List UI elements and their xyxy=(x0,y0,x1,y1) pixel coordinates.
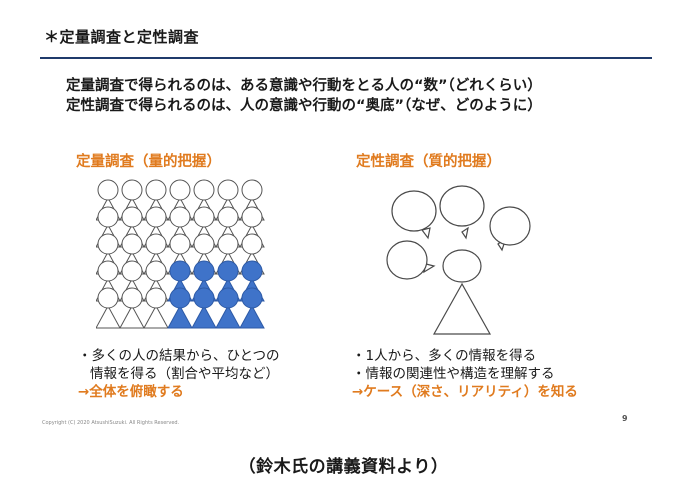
thought-bubble-icon xyxy=(439,185,485,240)
slide-title: ＊定量調査と定性調査 xyxy=(44,28,200,46)
lead-line-quantitative: 定量調査で得られるのは、ある意識や行動をとる人の“数”（どれくらい） xyxy=(66,78,542,94)
quantitative-heading: 定量調査（量的把握） xyxy=(76,154,221,170)
qualitative-bullet: ・情報の関連性や構造を理解する xyxy=(352,366,555,382)
person-icon xyxy=(119,287,145,329)
caption: （鈴木氏の講義資料より） xyxy=(238,457,449,477)
qualitative-bullets: ・1人から、多くの情報を得る ・情報の関連性や構造を理解する →ケース（深さ、リ… xyxy=(352,347,578,401)
highlighted-person-icon xyxy=(167,287,193,329)
quantitative-bullet: ・多くの人の結果から、ひとつの xyxy=(78,348,280,364)
page-number: 9 xyxy=(622,414,628,423)
thought-bubble-icon xyxy=(386,240,436,280)
single-person-thought-bubbles-illustration xyxy=(386,185,531,335)
qualitative-heading: 定性調査（質的把握） xyxy=(356,154,501,170)
highlighted-person-icon xyxy=(191,287,217,329)
person-body-icon xyxy=(432,282,492,335)
title-underline xyxy=(40,57,652,59)
person-head-icon xyxy=(442,249,482,283)
thought-bubble-icon xyxy=(391,190,437,240)
highlighted-person-icon xyxy=(215,287,241,329)
quantitative-bullet-continued: 情報を得る（割合や平均など） xyxy=(90,366,279,382)
lead-line-qualitative: 定性調査で得られるのは、人の意識や行動の“奥底”（なぜ、どのように） xyxy=(66,98,542,114)
person-icon xyxy=(143,287,169,329)
slide: ＊定量調査と定性調査 定量調査で得られるのは、ある意識や行動をとる人の“数”（ど… xyxy=(40,28,652,426)
qualitative-bullet: ・1人から、多くの情報を得る xyxy=(352,348,537,364)
quantitative-bullets: ・多くの人の結果から、ひとつの 情報を得る（割合や平均など） →全体を俯瞰する xyxy=(78,347,280,401)
thought-bubble-icon xyxy=(489,206,531,252)
crowd-illustration xyxy=(96,179,265,329)
lead-text: 定量調査で得られるのは、ある意識や行動をとる人の“数”（どれくらい） 定性調査で… xyxy=(66,76,542,116)
highlighted-person-icon xyxy=(239,287,265,329)
person-icon xyxy=(96,287,121,329)
qualitative-conclusion: →ケース（深さ、リアリティ）を知る xyxy=(352,384,578,400)
copyright-notice: Copyright (C) 2020 AtsushiSuzuki. All Ri… xyxy=(42,420,180,426)
quantitative-conclusion: →全体を俯瞰する xyxy=(78,384,184,400)
